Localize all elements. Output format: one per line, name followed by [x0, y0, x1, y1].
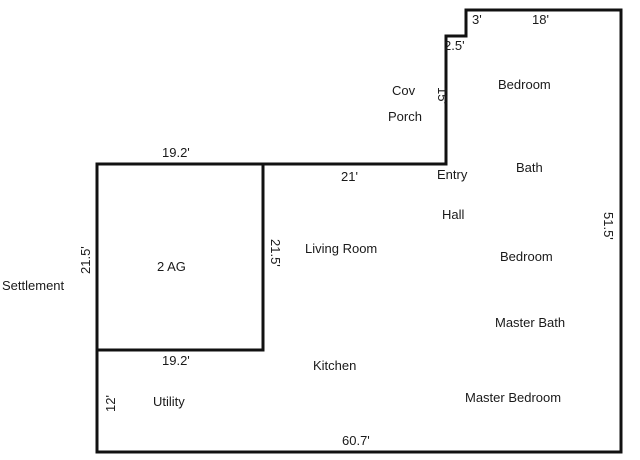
room-entry: Entry [437, 167, 468, 182]
dim-top-right-width: 18' [532, 12, 549, 27]
room-bedroom-mid: Bedroom [500, 249, 553, 264]
room-bedroom-top: Bedroom [498, 77, 551, 92]
dim-utility-depth: 12' [103, 395, 118, 412]
room-garage: 2 AG [157, 259, 186, 274]
settlement-note: Settlement [2, 278, 65, 293]
dim-porch-depth: 15' [435, 87, 450, 104]
room-cov: Cov [392, 83, 416, 98]
dim-right-side: 51.5' [601, 212, 616, 240]
dim-upper-run: 21' [341, 169, 358, 184]
dim-garage-bottom: 19.2' [162, 353, 190, 368]
room-hall: Hall [442, 207, 465, 222]
dim-garage-top: 19.2' [162, 145, 190, 160]
room-living-room: Living Room [305, 241, 378, 256]
room-utility: Utility [153, 394, 185, 409]
dim-step-width: 2.5' [444, 38, 465, 53]
room-kitchen: Kitchen [313, 358, 357, 373]
room-master-bedroom: Master Bedroom [465, 390, 562, 405]
dim-garage-right: 21.5' [268, 239, 283, 267]
dim-bottom-length: 60.7' [342, 433, 370, 448]
dim-garage-left: 21.5' [78, 246, 93, 274]
room-bath: Bath [516, 160, 543, 175]
room-master-bath: Master Bath [495, 315, 566, 330]
garage-wall [95, 162, 265, 352]
dim-top-notch: 3' [472, 12, 482, 27]
exterior-wall [95, 8, 623, 454]
room-porch: Porch [388, 109, 422, 124]
